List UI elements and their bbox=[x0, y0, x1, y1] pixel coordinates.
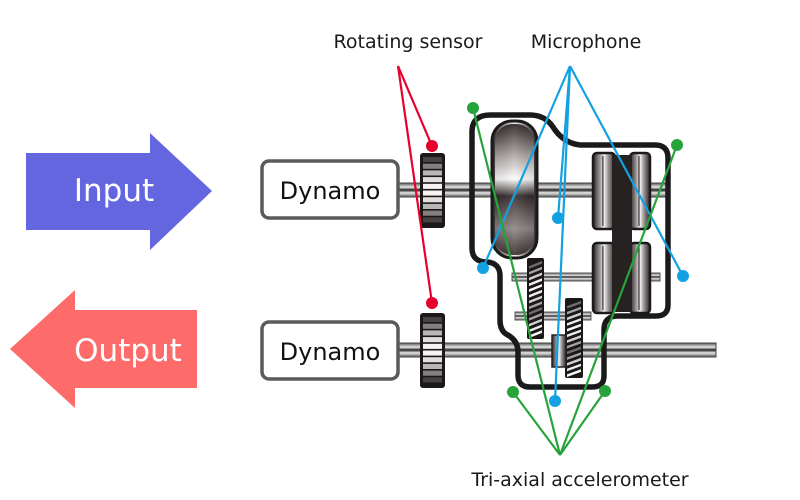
gear-tooth bbox=[567, 369, 581, 377]
leader-line bbox=[558, 144, 679, 456]
gear-tooth bbox=[423, 190, 442, 196]
sensor-gear-input bbox=[420, 153, 445, 228]
counter-shaft bbox=[511, 272, 661, 282]
sensor-dot bbox=[599, 385, 611, 397]
gear-tooth bbox=[423, 350, 442, 356]
pulley-sheave bbox=[591, 151, 617, 231]
dynamo-output-box bbox=[260, 320, 400, 381]
accelerometer-label: Tri-axial accelerometer bbox=[470, 469, 688, 491]
sensor-dot bbox=[671, 139, 683, 151]
pulley-sheave bbox=[591, 241, 617, 315]
output-arrow: Output bbox=[10, 290, 197, 408]
input-arrow: Input bbox=[26, 133, 212, 250]
rotating-sensor-leaders bbox=[396, 65, 438, 309]
gear-tooth bbox=[529, 318, 542, 327]
pulley-sheave bbox=[628, 241, 652, 315]
gear-tooth bbox=[529, 295, 542, 304]
gear-tooth bbox=[529, 330, 542, 339]
gear-tooth bbox=[423, 330, 442, 336]
pulley-sheave bbox=[628, 151, 652, 231]
helical-gear-lower bbox=[565, 298, 583, 378]
gear-tooth bbox=[567, 318, 581, 326]
gear-tooth bbox=[567, 346, 581, 355]
gear-tooth bbox=[529, 261, 542, 269]
variable-pulley-pair bbox=[591, 151, 652, 315]
gear-tooth bbox=[423, 163, 442, 169]
leader-line bbox=[569, 65, 684, 277]
gear-tooth bbox=[567, 340, 581, 349]
gear-tooth bbox=[567, 363, 581, 372]
gear-tooth bbox=[567, 329, 581, 338]
leader-line bbox=[396, 65, 434, 304]
gear-tooth bbox=[529, 307, 542, 315]
gear-tooth bbox=[567, 335, 581, 343]
sensor-dot bbox=[467, 102, 479, 114]
gear-tooth bbox=[423, 210, 442, 216]
toroidal-roller bbox=[490, 119, 539, 260]
gear-tooth bbox=[529, 284, 542, 292]
gearbox-housing bbox=[469, 112, 671, 390]
gear-tooth bbox=[423, 177, 442, 183]
leader-line bbox=[471, 107, 562, 456]
sensor-dot bbox=[477, 262, 489, 274]
gear-tooth bbox=[423, 363, 442, 369]
gear-tooth bbox=[423, 203, 442, 209]
sensor-gear-output bbox=[420, 313, 445, 388]
dynamo-input-label: Dynamo bbox=[280, 177, 381, 205]
drive-belt bbox=[612, 155, 632, 312]
gear-tooth bbox=[423, 357, 442, 363]
input-arrow-label: Input bbox=[74, 173, 154, 209]
microphone-label: Microphone bbox=[531, 31, 642, 53]
sensor-dot bbox=[426, 297, 438, 309]
leader-line bbox=[553, 65, 572, 402]
gear-tooth bbox=[529, 266, 542, 275]
gear-tooth bbox=[529, 272, 542, 281]
leader-line bbox=[512, 391, 561, 456]
gear-tooth bbox=[529, 324, 542, 333]
gear-tooth bbox=[423, 323, 442, 329]
gear-tooth bbox=[423, 337, 442, 343]
sensor-dot bbox=[677, 270, 689, 282]
gear-tooth bbox=[423, 157, 442, 163]
sensor-dot bbox=[549, 395, 561, 407]
input-arrow-shape bbox=[26, 133, 212, 250]
output-arrow-shape bbox=[10, 290, 197, 408]
dynamo-input: Dynamo bbox=[260, 159, 400, 220]
output-hub bbox=[551, 334, 567, 368]
gear-tooth bbox=[423, 343, 442, 349]
helical-gear-upper bbox=[527, 258, 544, 339]
dynamo-input-box bbox=[260, 159, 400, 220]
leader-line bbox=[559, 390, 606, 456]
sensor-dot bbox=[426, 140, 438, 152]
gear-tooth bbox=[567, 357, 581, 366]
gear-tooth bbox=[423, 317, 442, 323]
gear-tooth bbox=[423, 217, 442, 223]
output-arrow-label: Output bbox=[74, 333, 182, 369]
microphone-leaders bbox=[477, 65, 689, 407]
accelerometer-leaders bbox=[467, 102, 683, 456]
gear-tooth bbox=[423, 170, 442, 176]
rotating-sensor-label: Rotating sensor bbox=[334, 31, 483, 53]
gear-tooth bbox=[567, 352, 581, 360]
dynamo-output: Dynamo bbox=[260, 320, 400, 381]
gear-tooth bbox=[529, 312, 542, 321]
gear-tooth bbox=[529, 278, 542, 287]
gear-tooth bbox=[423, 197, 442, 203]
gear-tooth bbox=[567, 306, 581, 315]
dynamo-output-label: Dynamo bbox=[280, 338, 381, 366]
leader-line bbox=[481, 65, 572, 269]
sensor-dot bbox=[552, 212, 564, 224]
gear-tooth bbox=[567, 301, 581, 309]
gear-tooth bbox=[529, 289, 542, 298]
idler-shaft bbox=[514, 311, 592, 321]
sensor-dot bbox=[507, 386, 519, 398]
gear-tooth bbox=[567, 312, 581, 321]
gear-tooth bbox=[423, 377, 442, 383]
gear-tooth bbox=[423, 183, 442, 189]
gear-tooth bbox=[567, 323, 581, 332]
leader-line bbox=[396, 65, 434, 147]
gear-tooth bbox=[529, 301, 542, 310]
gear-tooth bbox=[423, 370, 442, 376]
